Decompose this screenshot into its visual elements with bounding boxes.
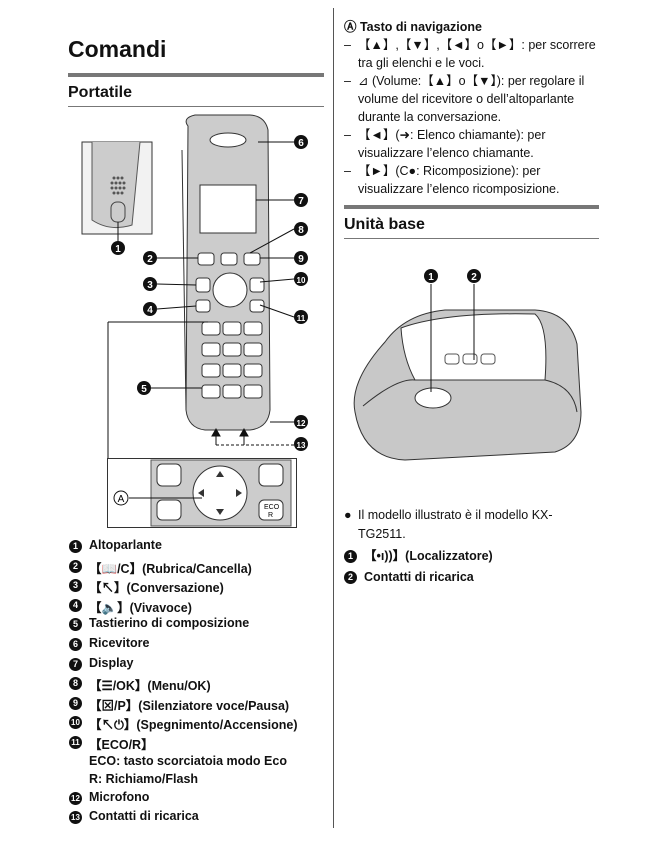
base-legend-item-2: 2 Contatti di ricarica — [344, 567, 564, 588]
base-legend: ●Il modello illustrato è il modello KX-T… — [344, 506, 564, 588]
base-note: ●Il modello illustrato è il modello KX-T… — [344, 506, 564, 544]
callout-a: A — [118, 494, 125, 505]
legend-text: Display — [89, 655, 134, 670]
num-badge: 1 — [69, 540, 82, 553]
legend-item-2: 2 【📖/C】(Rubrica/Cancella) — [69, 558, 298, 578]
legend-item-12: 12 Microfono — [69, 790, 298, 810]
receiver-slot — [209, 132, 247, 148]
locator-button — [414, 387, 452, 409]
num-badge: 6 — [69, 637, 82, 651]
legend-text: Ricevitore — [89, 635, 150, 650]
svg-text:8: 8 — [298, 225, 304, 236]
legend-text: Microfono — [89, 789, 150, 804]
section-handset-title: Portatile — [68, 84, 133, 101]
svg-text:1: 1 — [115, 244, 121, 255]
num-badge: 2 — [344, 571, 357, 584]
legend-text: Tastierino di composizione — [89, 616, 250, 631]
svg-text:11: 11 — [297, 314, 306, 323]
legend-text: 【🔈】(Vivavoce) — [89, 600, 192, 615]
legend-text: 【↖⏻】(Spegnimento/Accensione) — [89, 718, 298, 733]
num-badge: 7 — [69, 657, 82, 671]
handset-legend: 1 Altoparlante 2 【📖/C】(Rubrica/Cancella) 3… — [69, 538, 298, 829]
navigation-item: –【◄】(➜: Elenco chiamante): per visualizz… — [344, 126, 609, 162]
navigation-item-text: ⊿ (Volume:【▲】o【▼】): per regolare il volu… — [358, 74, 585, 124]
section-rule — [68, 106, 324, 107]
key-eco-label: ECO — [264, 504, 280, 511]
svg-text:13: 13 — [297, 441, 306, 450]
navigation-key-description: Ⓐ Tasto di navigazione –【▲】,【▼】,【◄】o【►】:… — [344, 18, 609, 198]
nav-key — [212, 272, 248, 308]
base-note-text: Il modello illustrato è il modello KX-TG… — [358, 508, 553, 541]
num-badge: 2 — [69, 559, 82, 573]
svg-text:1: 1 — [428, 272, 434, 283]
num-badge: 8 — [69, 677, 82, 691]
legend-item-3: 3 【↖】(Conversazione) — [69, 577, 298, 597]
legend-item-7: 7 Display — [69, 656, 298, 676]
legend-text: 【⊠/P】(Silenziatore voce/Pausa) — [89, 698, 290, 713]
legend-text: Altoparlante — [89, 538, 162, 552]
display-screen — [199, 184, 257, 234]
key-r-label: R — [268, 512, 273, 519]
nav-detail-diagram: A ECO R — [107, 458, 297, 528]
legend-item-6: 6 Ricevitore — [69, 636, 298, 656]
navigation-head: Ⓐ Tasto di navigazione — [344, 20, 482, 34]
svg-text:4: 4 — [147, 305, 153, 316]
legend-text: Contatti di ricarica — [89, 809, 199, 824]
svg-text:12: 12 — [297, 419, 306, 428]
legend-item-13: 13 Contatti di ricarica — [69, 809, 298, 829]
num-badge: 4 — [69, 598, 82, 612]
svg-text:7: 7 — [298, 196, 304, 207]
legend-item-9: 9 【⊠/P】(Silenziatore voce/Pausa) — [69, 695, 298, 715]
svg-text:2: 2 — [147, 254, 153, 265]
base-title-rule — [344, 238, 599, 239]
legend-item-11-r: R: Richiamo/Flash — [69, 772, 298, 790]
num-badge: 12 — [69, 791, 82, 805]
legend-text: 【☰/OK】(Menu/OK) — [89, 679, 211, 694]
section-base-title: Unità base — [344, 216, 425, 233]
svg-text:2: 2 — [471, 272, 477, 283]
legend-item-5: 5 Tastierino di composizione — [69, 616, 298, 636]
navigation-item-text: 【◄】(➜: Elenco chiamante): per visualizza… — [358, 128, 546, 160]
navigation-item-text: 【►】(C●: Ricomposizione): per visualizzar… — [358, 164, 560, 196]
handset-body — [185, 114, 271, 431]
svg-text:5: 5 — [141, 384, 147, 395]
num-badge: 9 — [69, 696, 82, 710]
legend-text: ECO: tasto scorciatoia modo Eco — [89, 753, 287, 768]
svg-text:3: 3 — [147, 280, 153, 291]
num-badge: 11 — [69, 735, 82, 749]
legend-item-10: 10 【↖⏻】(Spegnimento/Accensione) — [69, 714, 298, 734]
navigation-item: –⊿ (Volume:【▲】o【▼】): per regolare il vol… — [344, 72, 609, 126]
legend-text: Contatti di ricarica — [364, 570, 474, 584]
svg-text:9: 9 — [298, 254, 304, 265]
legend-item-11: 11 【ECO/R】 — [69, 734, 298, 754]
legend-text: 【📖/C】(Rubrica/Cancella) — [89, 561, 252, 576]
legend-text: 【•ı))】(Localizzatore) — [364, 549, 493, 563]
legend-item-8: 8 【☰/OK】(Menu/OK) — [69, 675, 298, 695]
title-rule — [68, 73, 324, 77]
callout-1 — [111, 241, 125, 255]
num-badge: 10 — [69, 716, 82, 730]
handset-diagram: 1 6 7 8 9 10 11 2 3 — [81, 114, 308, 462]
handset-back-shape — [91, 141, 141, 229]
legend-text: R: Richiamo/Flash — [89, 771, 199, 786]
num-badge: 13 — [69, 811, 82, 825]
num-badge: 1 — [344, 550, 357, 563]
legend-item-1: 1 Altoparlante — [69, 538, 298, 558]
navigation-item: –【►】(C●: Ricomposizione): per visualizza… — [344, 162, 609, 198]
svg-text:6: 6 — [298, 138, 304, 149]
svg-text:10: 10 — [297, 276, 306, 285]
num-badge: 5 — [69, 618, 82, 632]
navigation-item-text: 【▲】,【▼】,【◄】o【►】: per scorrere tra gli el… — [358, 38, 596, 70]
base-unit-diagram: 1 2 — [353, 269, 582, 461]
page-title: Comandi — [68, 36, 167, 62]
legend-item-4: 4 【🔈】(Vivavoce) — [69, 597, 298, 617]
legend-text: 【↖】(Conversazione) — [89, 581, 224, 596]
legend-item-11-eco: ECO: tasto scorciatoia modo Eco — [69, 754, 298, 772]
navigation-item: –【▲】,【▼】,【◄】o【►】: per scorrere tra gli e… — [344, 36, 609, 72]
column-divider — [333, 8, 334, 828]
num-badge: 3 — [69, 579, 82, 593]
base-legend-item-1: 1 【•ı))】(Localizzatore) — [344, 546, 564, 567]
legend-text: 【ECO/R】 — [89, 737, 154, 752]
base-section-rule — [344, 205, 599, 209]
